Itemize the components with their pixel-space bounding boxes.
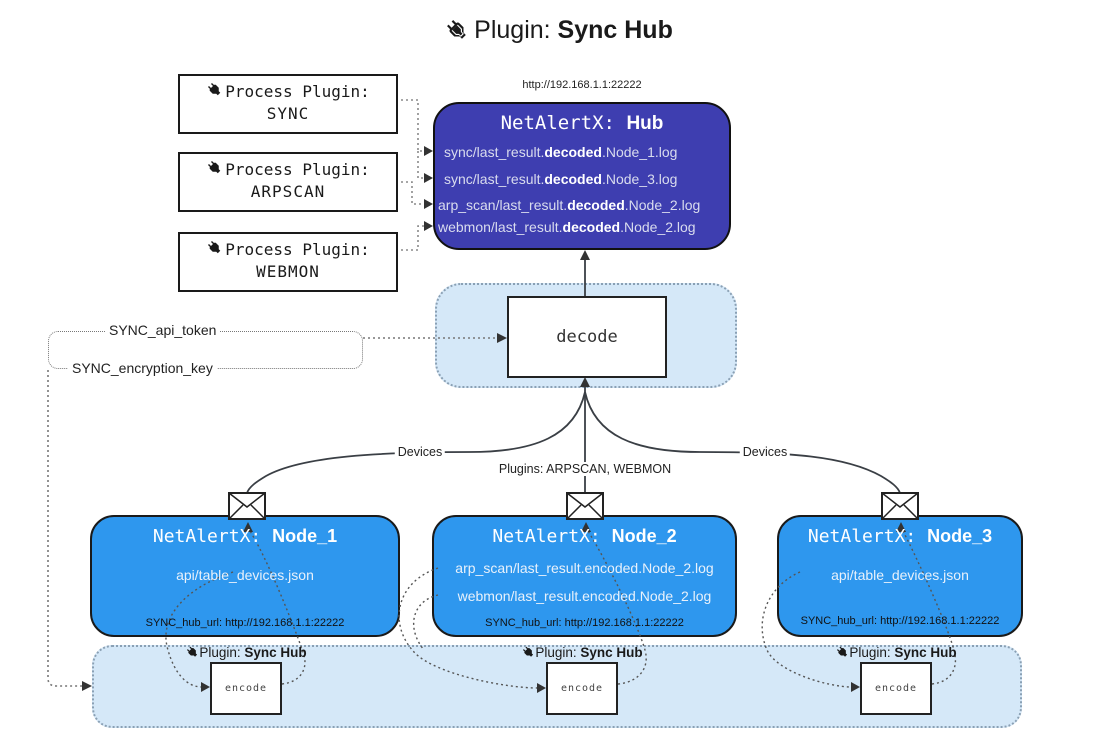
process-plugin-webmon: Process Plugin: WEBMON bbox=[178, 232, 398, 292]
node1-hub-url: SYNC_hub_url: http://192.168.1.1:22222 bbox=[145, 617, 345, 629]
hub-box bbox=[433, 102, 731, 250]
envelope-icon bbox=[566, 492, 604, 525]
node2-file: arp_scan/last_result.encoded.Node_2.log bbox=[455, 560, 714, 576]
hub-title-name: Hub bbox=[626, 113, 664, 134]
hub-log-line: sync/last_result.decoded.Node_1.log bbox=[444, 144, 678, 160]
envelope-icon bbox=[228, 492, 266, 525]
process-plugin-label: Process Plugin: bbox=[225, 240, 370, 259]
process-plugin-label: Process Plugin: bbox=[225, 82, 370, 101]
process-plugin-label: Process Plugin: bbox=[225, 160, 370, 179]
hub-log-line: sync/last_result.decoded.Node_3.log bbox=[444, 171, 678, 187]
hub-title: NetAlertX: Hub bbox=[433, 112, 731, 135]
decode-box: decode bbox=[507, 296, 667, 378]
process-plugin-name: ARPSCAN bbox=[250, 182, 326, 201]
page-title-name: Sync Hub bbox=[557, 16, 673, 44]
plug-icon bbox=[444, 17, 470, 50]
encode-plugin-label: Plugin: Sync Hub bbox=[521, 645, 643, 662]
node3-hub-url: SYNC_hub_url: http://192.168.1.1:22222 bbox=[800, 615, 1000, 627]
node2-hub-url: SYNC_hub_url: http://192.168.1.1:22222 bbox=[485, 617, 684, 629]
encode-box: encode bbox=[546, 662, 618, 715]
plug-icon bbox=[206, 81, 223, 102]
process-plugin-name: WEBMON bbox=[256, 262, 320, 281]
sync-api-token-label: SYNC_api_token bbox=[105, 322, 221, 338]
plug-icon bbox=[206, 239, 223, 260]
node1-box bbox=[90, 515, 400, 637]
node2-file: webmon/last_result.encoded.Node_2.log bbox=[457, 588, 712, 604]
hub-title-prefix: NetAlertX: bbox=[500, 112, 627, 134]
encode-box: encode bbox=[860, 662, 932, 715]
envelope-icon bbox=[881, 492, 919, 525]
page-title-prefix: Plugin: bbox=[474, 16, 558, 44]
node3-file: api/table_devices.json bbox=[831, 567, 969, 583]
hub-url: http://192.168.1.1:22222 bbox=[522, 79, 642, 91]
encode-plugin-label: Plugin: Sync Hub bbox=[835, 645, 957, 662]
encode-plugin-label: Plugin: Sync Hub bbox=[185, 645, 307, 662]
devices-left-label: Devices bbox=[394, 445, 446, 459]
hub-log-line: arp_scan/last_result.decoded.Node_2.log bbox=[438, 197, 701, 213]
plug-icon bbox=[521, 646, 535, 662]
devices-right-label: Devices bbox=[739, 445, 791, 459]
node1-title: NetAlertX: Node_1 bbox=[152, 526, 338, 547]
process-plugin-arpscan: Process Plugin: ARPSCAN bbox=[178, 152, 398, 212]
sync-encryption-key-label: SYNC_encryption_key bbox=[68, 360, 217, 376]
node1-file: api/table_devices.json bbox=[176, 567, 314, 583]
process-plugin-name: SYNC bbox=[266, 104, 310, 123]
node2-title: NetAlertX: Node_2 bbox=[492, 526, 677, 547]
plug-icon bbox=[835, 646, 849, 662]
process-plugin-sync: Process Plugin: SYNC bbox=[178, 74, 398, 134]
plug-icon bbox=[185, 646, 199, 662]
plugins-middle-label: Plugins: ARPSCAN, WEBMON bbox=[495, 462, 675, 476]
page-title: Plugin: Sync Hub bbox=[0, 16, 1117, 50]
encode-box: encode bbox=[210, 662, 282, 715]
plug-icon bbox=[206, 159, 223, 180]
node3-title: NetAlertX: Node_3 bbox=[807, 526, 993, 547]
hub-log-line: webmon/last_result.decoded.Node_2.log bbox=[438, 219, 696, 235]
